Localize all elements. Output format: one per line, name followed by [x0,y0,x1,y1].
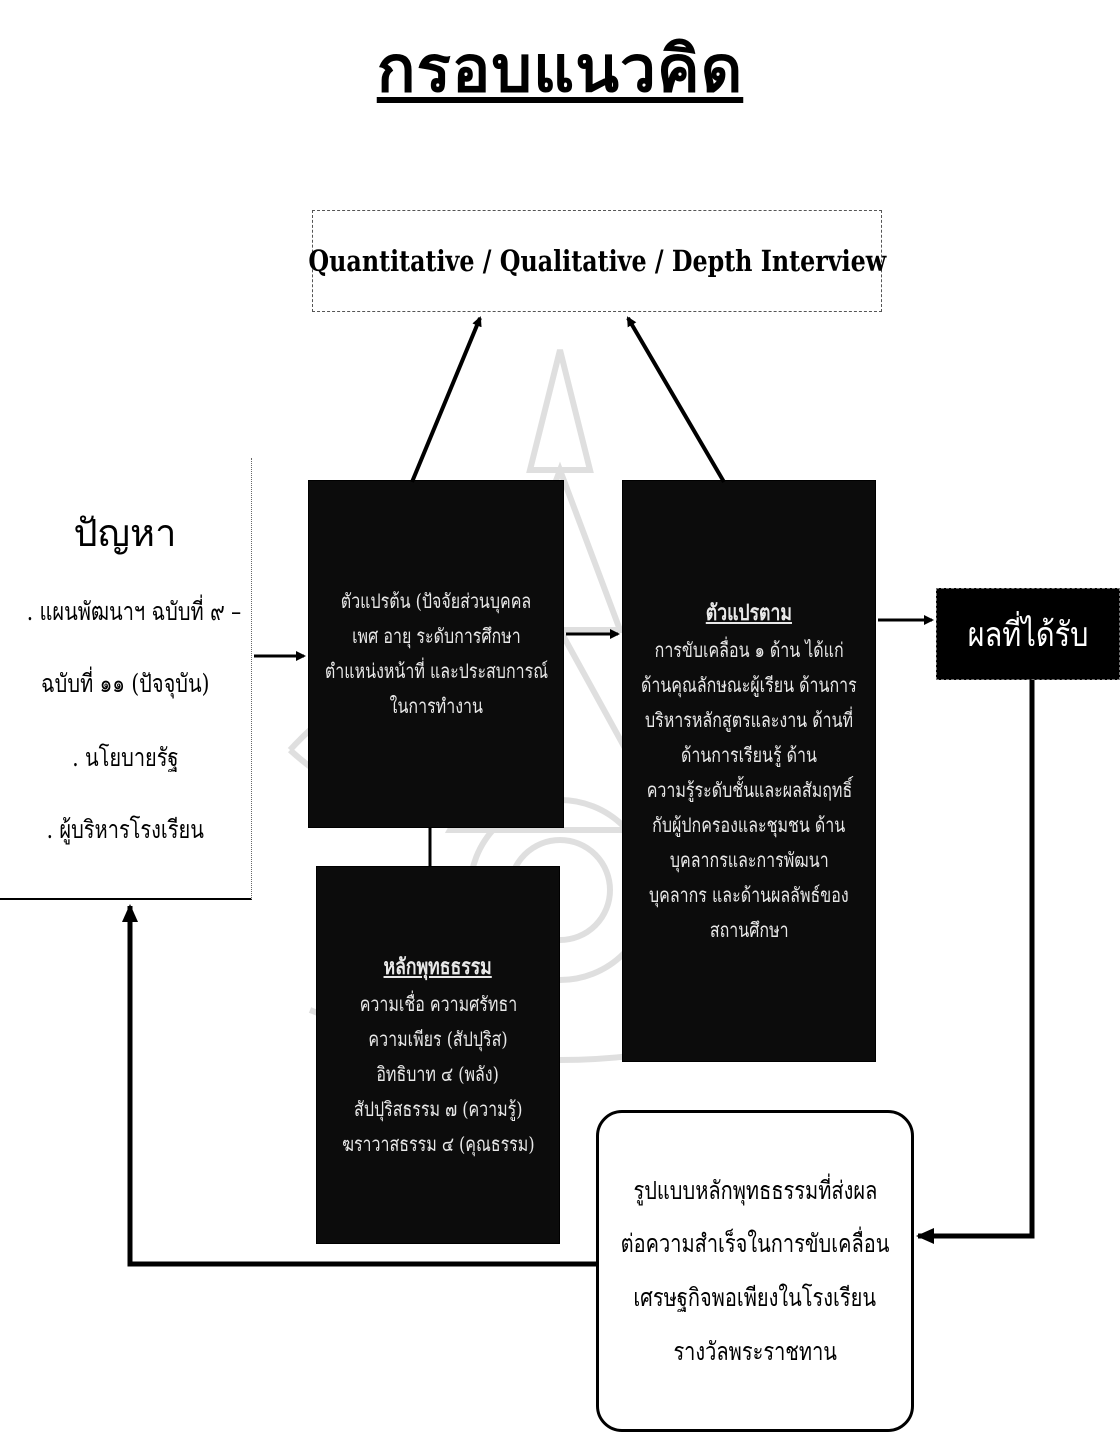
methods-text: Quantitative / Qualitative / Depth Inter… [308,244,886,278]
buddhist-principles-box: หลักพุทธธรรม ความเชื่อ ความศรัทธา ความเพ… [316,866,560,1244]
outcome-line: รูปแบบหลักพุทธธรรมที่ส่งผล [633,1175,877,1205]
dependent-var-line: ความรู้ระดับชั้นและผลสัมฤทธิ์ [646,777,852,802]
problem-heading: ปัญหา [73,511,177,555]
problem-item: . นโยบายรัฐ [71,743,179,772]
buddhist-principles-heading: หลักพุทธธรรม [383,954,493,981]
result-box: ผลที่ได้รับ [936,588,1120,680]
dependent-var-line: บริหารหลักสูตรและงาน ด้านที่ [644,707,854,732]
dependent-var-line: บุคลากร และด้านผลลัพธ์ของ [649,882,849,907]
dependent-var-line: ด้านการเรียนรู้ ด้าน [681,742,817,767]
dependent-var-line: กับผู้ปกครองและชุมชน ด้าน [652,812,846,837]
problem-item: . ผู้บริหารโรงเรียน [46,815,204,844]
independent-variables-box: ตัวแปรต้น (ปัจจัยส่วนบุคคล เพศ อายุ ระดั… [308,480,564,828]
buddhist-principle-line: ความเพียร (สัปปุริส) [368,1026,508,1051]
arrow-outcome-to-problem [122,904,596,1267]
dependent-variables-box: ตัวแปรตาม การขับเคลื่อน ๑ ด้าน ได้แก่ ด้… [622,480,876,1062]
outcome-model-box: รูปแบบหลักพุทธธรรมที่ส่งผล ต่อความสำเร็จ… [596,1110,914,1432]
outcome-line: รางวัลพระราชทาน [673,1336,837,1366]
problem-item: . แผนพัฒนาฯ ฉบับที่ ๙ – [26,597,242,626]
buddhist-principle-line: ฆราวาสธรรม ๔ (คุณธรรม) [341,1131,535,1156]
arrow-result-to-outcome [916,680,1035,1244]
dependent-var-line: ด้านคุณลักษณะผู้เรียน ด้านการ [641,672,857,697]
arrow-independent-to-methods [410,316,482,483]
buddhist-principle-line: สัปปุริสธรรม ๗ (ความรู้) [353,1096,523,1121]
dependent-variables-heading: ตัวแปรตาม [705,600,793,627]
buddhist-principle-line: ความเชื่อ ความศรัทธา [359,991,517,1016]
problem-box [0,458,252,900]
problem-item: ฉบับที่ ๑๑ (ปัจจุบัน) [40,669,210,698]
methods-box: Quantitative / Qualitative / Depth Inter… [308,210,886,312]
dependent-var-line: การขับเคลื่อน ๑ ด้าน ได้แก่ [654,637,844,662]
dependent-var-line: บุคลากรและการพัฒนา [669,847,829,872]
independent-var-line: ตำแหน่งหน้าที่ และประสบการณ์ [324,659,548,683]
result-label: ผลที่ได้รับ [967,615,1089,655]
page-title: กรอบแนวคิด [376,33,744,107]
independent-var-line: เพศ อายุ ระดับการศึกษา [351,624,521,648]
independent-var-line: ในการทำงาน [389,694,483,718]
dependent-var-line: สถานศึกษา [709,917,789,942]
arrow-dependent-to-methods [626,316,726,484]
independent-var-line: ตัวแปรต้น (ปัจจัยส่วนบุคคล [340,589,532,613]
buddhist-principle-line: อิทธิบาท ๔ (พลัง) [376,1061,500,1086]
outcome-line: ต่อความสำเร็จในการขับเคลื่อน [620,1229,890,1259]
outcome-line: เศรษฐกิจพอเพียงในโรงเรียน [633,1283,877,1312]
